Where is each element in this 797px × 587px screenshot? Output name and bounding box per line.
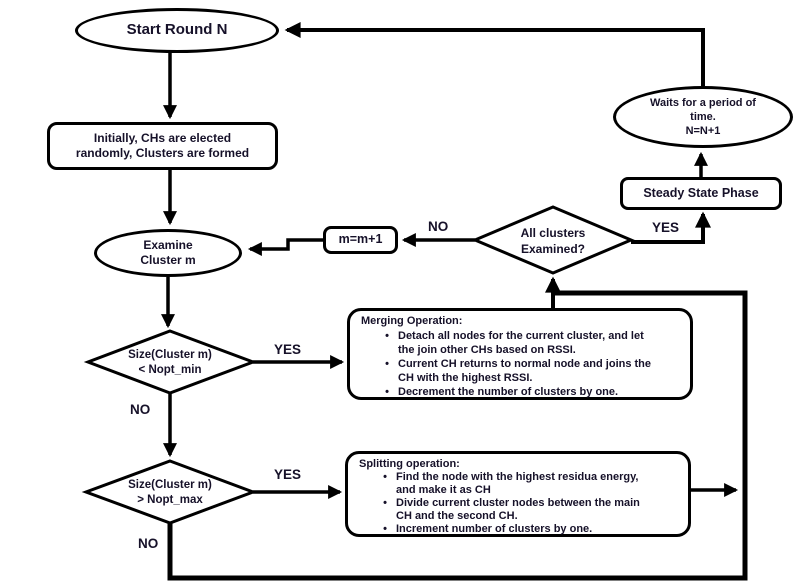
size-max-line1: Size(Cluster m): [128, 479, 212, 491]
edge-sizemax-no-feedback-loop: [167, 290, 748, 581]
steady-state-node: Steady State Phase: [620, 177, 782, 210]
size-max-yes-label: YES: [274, 467, 302, 482]
merging-operation-title: Merging Operation:: [361, 315, 463, 327]
splitting-bullet-3: • Increment number of clusters by one.: [348, 523, 688, 536]
size-min-yes-label: YES: [274, 342, 302, 357]
edge-allexamined-yes-to-steady: [631, 211, 711, 244]
merging-bullet-1: • Detach all nodes for the current clust…: [350, 329, 690, 357]
bullet-icon: •: [383, 471, 387, 483]
all-examined-diamond-text: All clusters Examined?: [483, 226, 623, 257]
splitting-operation-title: Splitting operation:: [359, 458, 460, 470]
size-min-diamond-text: Size(Cluster m) < Nopt_min: [100, 348, 240, 378]
size-min-line2: < Nopt_min: [138, 363, 202, 376]
start-round-label: Start Round N: [126, 21, 228, 39]
init-chs-node: Initially, CHs are elected randomly, Clu…: [47, 122, 278, 170]
bullet-icon: •: [385, 358, 389, 370]
bullet-icon: •: [383, 497, 387, 509]
all-examined-diamond: [471, 205, 635, 275]
size-max-diamond-text: Size(Cluster m) > Nopt_max: [100, 478, 240, 508]
splitting-operation-box: Splitting operation: • Find the node wit…: [345, 451, 691, 537]
size-min-line1: Size(Cluster m): [128, 349, 212, 361]
merging-bullet-3: • Decrement the number of clusters by on…: [350, 385, 690, 399]
start-round-node: Start Round N: [75, 8, 279, 53]
steady-state-label: Steady State Phase: [643, 185, 759, 200]
size-max-line2: > Nopt_max: [137, 493, 203, 506]
increment-m-node: m=m+1: [323, 226, 398, 254]
wait-period-line2: time.: [690, 110, 716, 123]
examine-cluster-line1: Examine: [143, 238, 193, 252]
edge-increment-to-examine: [247, 238, 323, 256]
wait-period-line3: N=N+1: [685, 125, 721, 138]
all-examined-line1: All clusters: [520, 226, 586, 240]
edge-waits-to-start: [284, 22, 705, 86]
merging-bullet-2: • Current CH returns to normal node and …: [350, 357, 690, 385]
size-max-diamond: [81, 459, 258, 525]
size-min-no-label: NO: [130, 402, 151, 417]
bullet-icon: •: [385, 386, 389, 398]
examine-cluster-node: Examine Cluster m: [94, 229, 242, 277]
splitting-bullet-2: • Divide current cluster nodes between t…: [348, 497, 688, 523]
init-chs-line1: Initially, CHs are elected: [93, 131, 232, 145]
merging-operation-box: Merging Operation: • Detach all nodes fo…: [347, 308, 693, 400]
bullet-icon: •: [383, 523, 387, 535]
all-examined-line2: Examined?: [520, 241, 586, 256]
size-min-diamond: [83, 329, 258, 395]
bullet-icon: •: [385, 330, 389, 342]
size-max-no-label: NO: [138, 536, 159, 551]
splitting-bullet-1: • Find the node with the highest residua…: [348, 471, 688, 497]
wait-period-node: Waits for a period of time. N=N+1: [613, 86, 793, 148]
increment-m-label: m=m+1: [338, 232, 383, 247]
init-chs-line2: randomly, Clusters are formed: [75, 146, 250, 160]
all-examined-yes-label: YES: [652, 220, 680, 235]
all-examined-no-label: NO: [428, 219, 449, 234]
examine-cluster-line2: Cluster m: [140, 253, 196, 267]
wait-period-line1: Waits for a period of: [650, 96, 756, 109]
